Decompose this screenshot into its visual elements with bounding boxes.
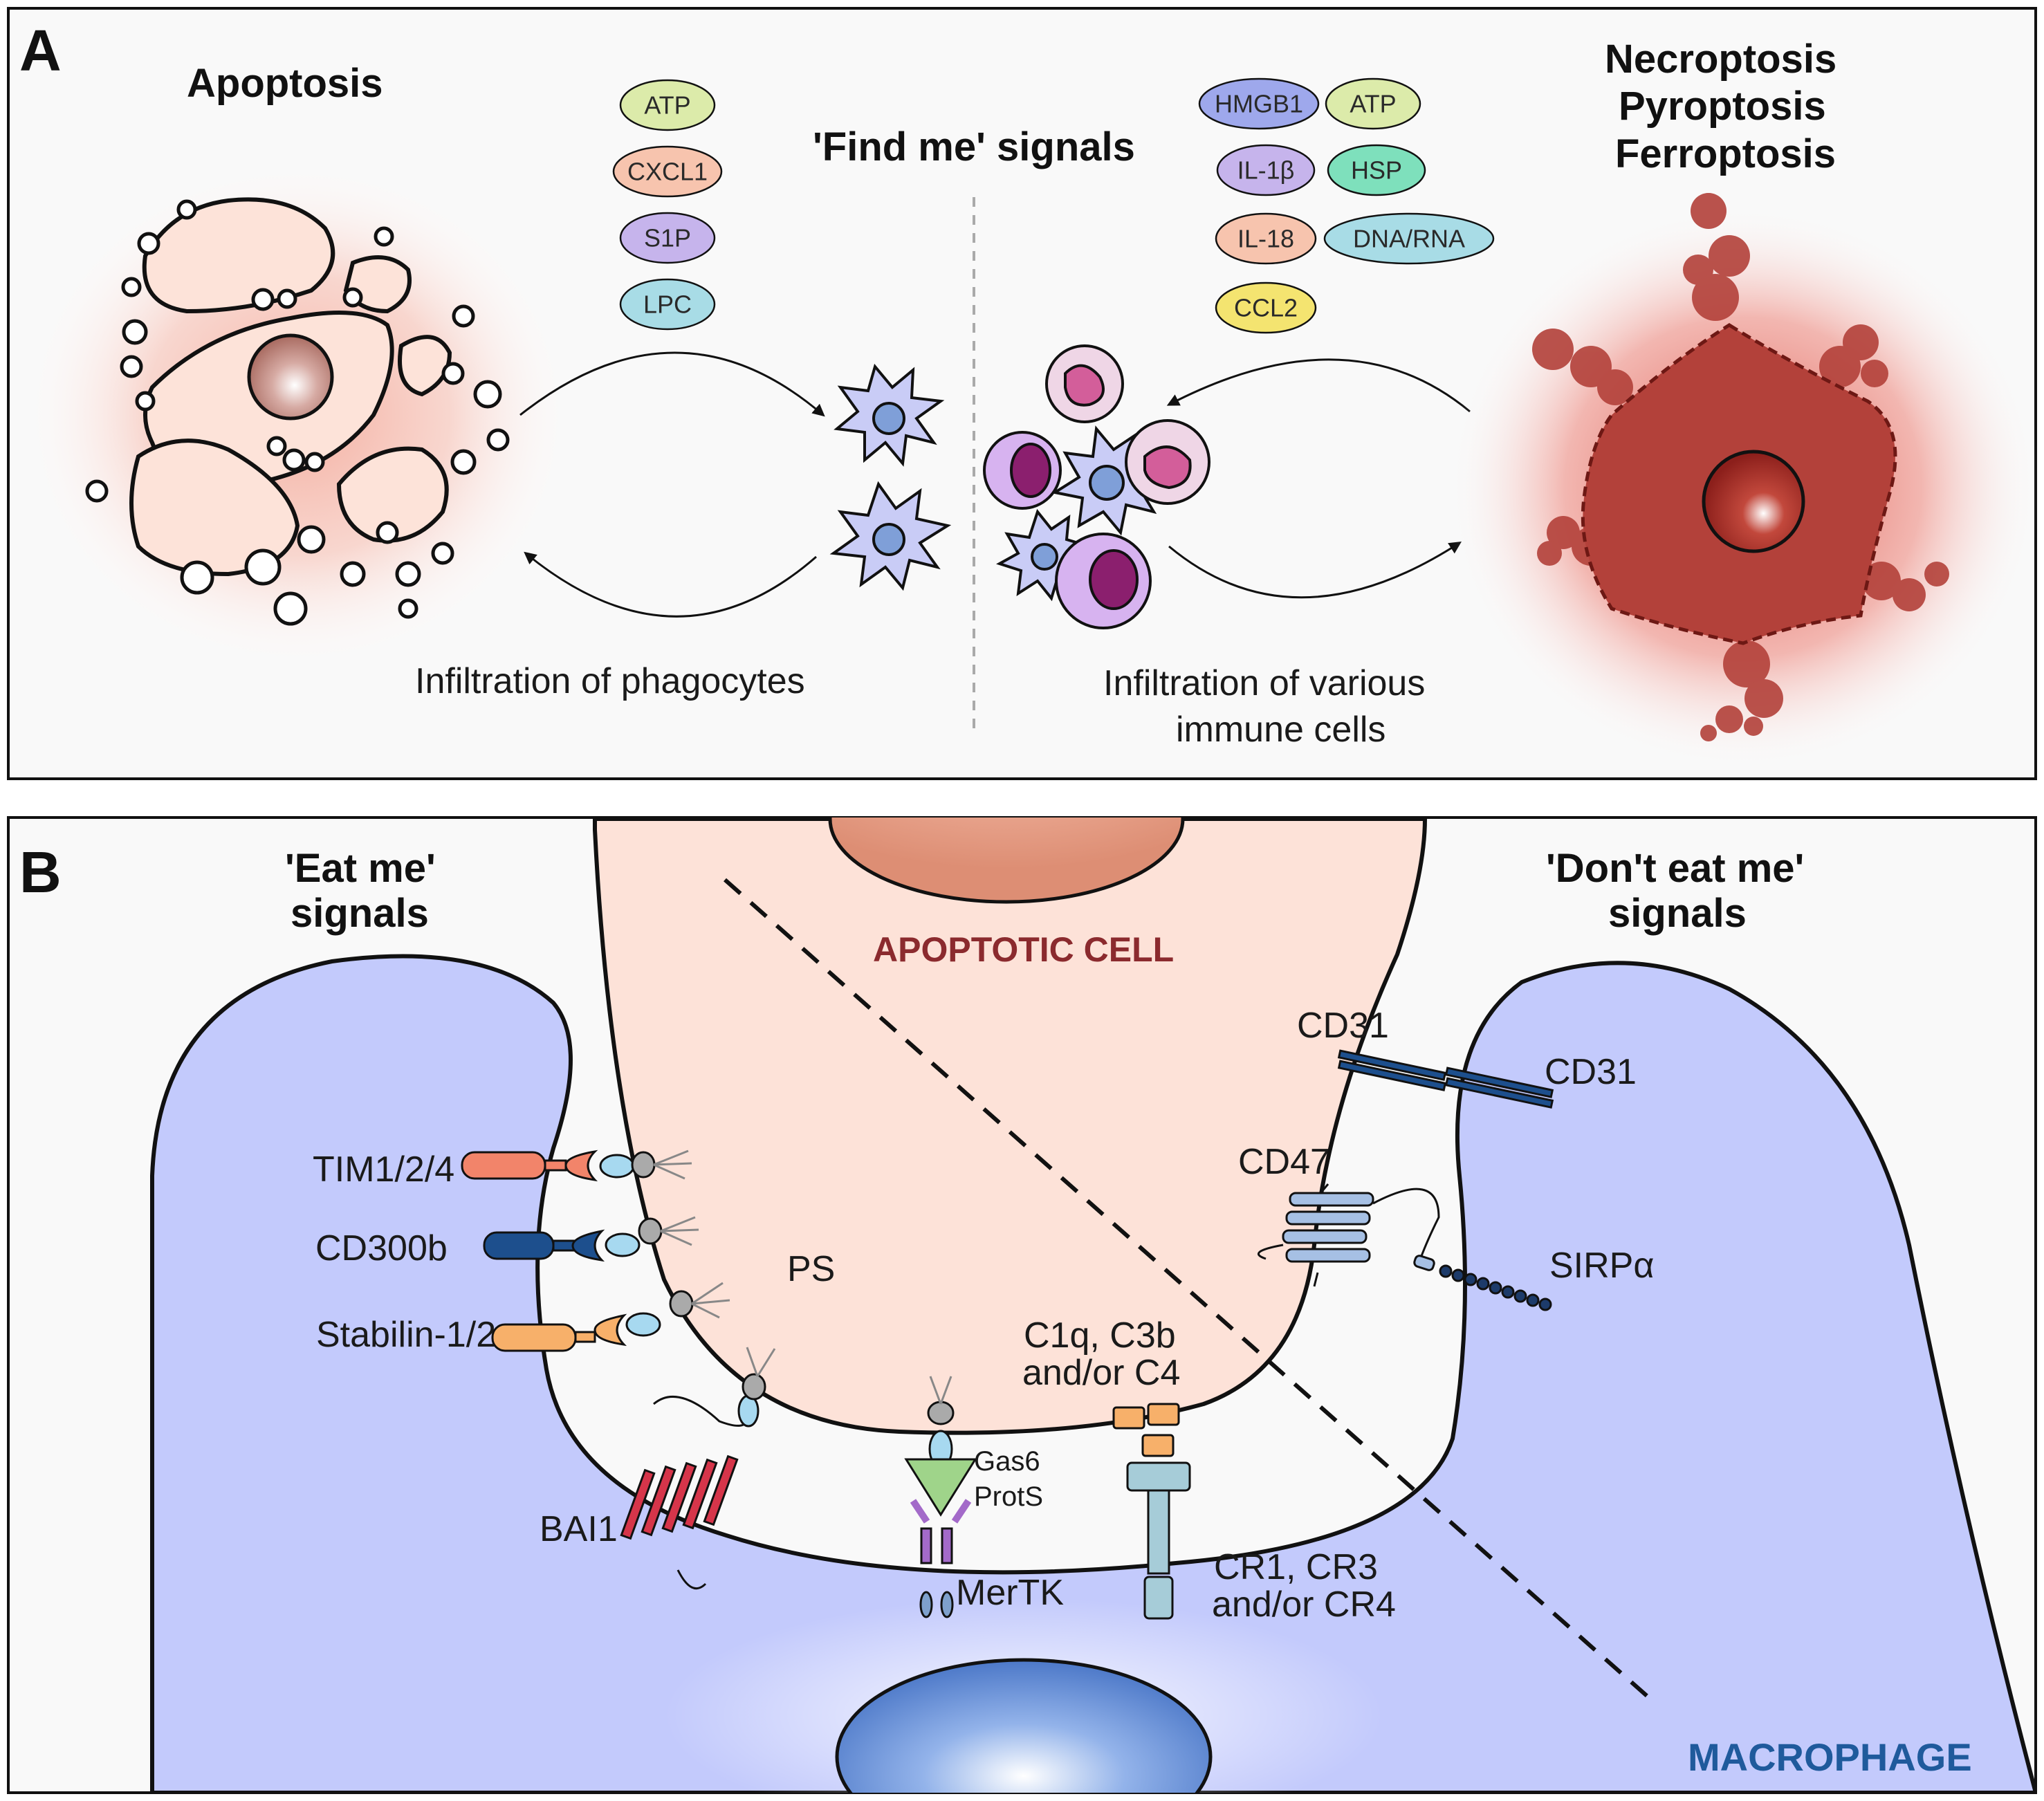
cd300b-label: CD300b [315,1228,448,1268]
dont-eat-me-title-1: 'Don't eat me' [1546,846,1804,891]
signal-ccl2: CCL2 [1234,294,1298,322]
apoptosis-title: Apoptosis [187,61,383,106]
signal-hmgb1: HMGB1 [1215,90,1303,118]
cd47-label: CD47 [1238,1142,1330,1182]
apoptotic-cell-label: APOPTOTIC CELL [873,930,1174,969]
bai1-receptor [620,1347,776,1590]
gas6-label: Gas6 [974,1446,1040,1477]
signal-s1p: S1P [644,224,691,252]
sirpa-label: SIRPα [1549,1246,1654,1286]
ps-label: PS [787,1249,835,1289]
necrotic-cell-illustration [1446,193,2041,771]
signal-lpc: LPC [643,290,692,319]
infiltration-immune-label-2: immune cells [1176,710,1385,750]
bai1-label: BAI1 [540,1509,618,1549]
stabilin-receptor [491,1282,730,1352]
signal-il18: IL-18 [1237,225,1294,253]
complement-label-2: and/or C4 [1022,1353,1180,1393]
apoptotic-nucleus [828,818,1185,904]
mertk-label: MerTK [956,1573,1064,1613]
left-find-me-signals: ATP CXCL1 S1P LPC [612,79,723,331]
prots-label: ProtS [974,1481,1043,1512]
arrow-to-phagocytes [519,351,825,417]
signal-dna-rna: DNA/RNA [1353,225,1465,253]
apoptotic-cell-illustration [21,159,574,671]
infiltration-phagocytes-label: Infiltration of phagocytes [415,661,805,701]
ferroptosis-title: Ferroptosis [1615,131,1836,176]
panel-b: B 'Eat me' signals 'Don't eat me' signal… [7,816,2037,1794]
arrow-to-apoptotic [524,551,817,618]
cd31-top-label: CD31 [1297,1006,1389,1046]
complement-label-1: C1q, C3b [1024,1315,1176,1356]
phagocytes-illustration [829,363,952,591]
pyroptosis-title: Pyroptosis [1619,84,1826,129]
panel-a-letter: A [19,18,62,83]
cd47-sirpa [1257,1183,1552,1311]
tim-receptor [461,1149,692,1182]
complement-receptor [1112,1403,1191,1620]
dont-eat-me-title-2: signals [1608,891,1747,936]
signal-atp-left: ATP [644,91,690,120]
cr-label-1: CR1, CR3 [1214,1547,1378,1587]
cd300b-receptor [483,1216,699,1262]
macrophage-cell [150,954,2036,1793]
immune-cells-illustration [983,344,1210,629]
find-me-title: 'Find me' signals [813,124,1135,169]
eat-me-title-1: 'Eat me' [285,846,436,891]
macrophage-label: MACROPHAGE [1688,1735,1972,1779]
panel-a-arrows [519,351,1471,618]
mertk-receptor [904,1376,977,1618]
cr-label-2: and/or CR4 [1212,1585,1396,1625]
cd31-right-label: CD31 [1545,1052,1637,1092]
cd31-pair [1337,1049,1554,1109]
necroptosis-title: Necroptosis [1605,37,1836,82]
macrophage-nucleus [835,1658,1213,1793]
signal-il1b: IL-1β [1237,156,1295,185]
eat-me-title-2: signals [291,891,429,936]
signal-atp-right: ATP [1350,90,1396,118]
infiltration-immune-label-1: Infiltration of various [1103,663,1425,703]
panel-a: A [7,7,2041,780]
signal-hsp: HSP [1351,156,1402,185]
signal-cxcl1: CXCL1 [627,158,708,186]
arrow-to-immune-cells [1166,358,1471,413]
panel-b-letter: B [19,840,62,905]
arrow-to-necrotic [1168,542,1462,599]
stabilin-label: Stabilin-1/2 [316,1315,496,1355]
right-find-me-signals: HMGB1 ATP IL-1β HSP IL-18 DNA/RNA CCL2 [1198,77,1495,334]
tim-label: TIM1/2/4 [313,1149,454,1190]
